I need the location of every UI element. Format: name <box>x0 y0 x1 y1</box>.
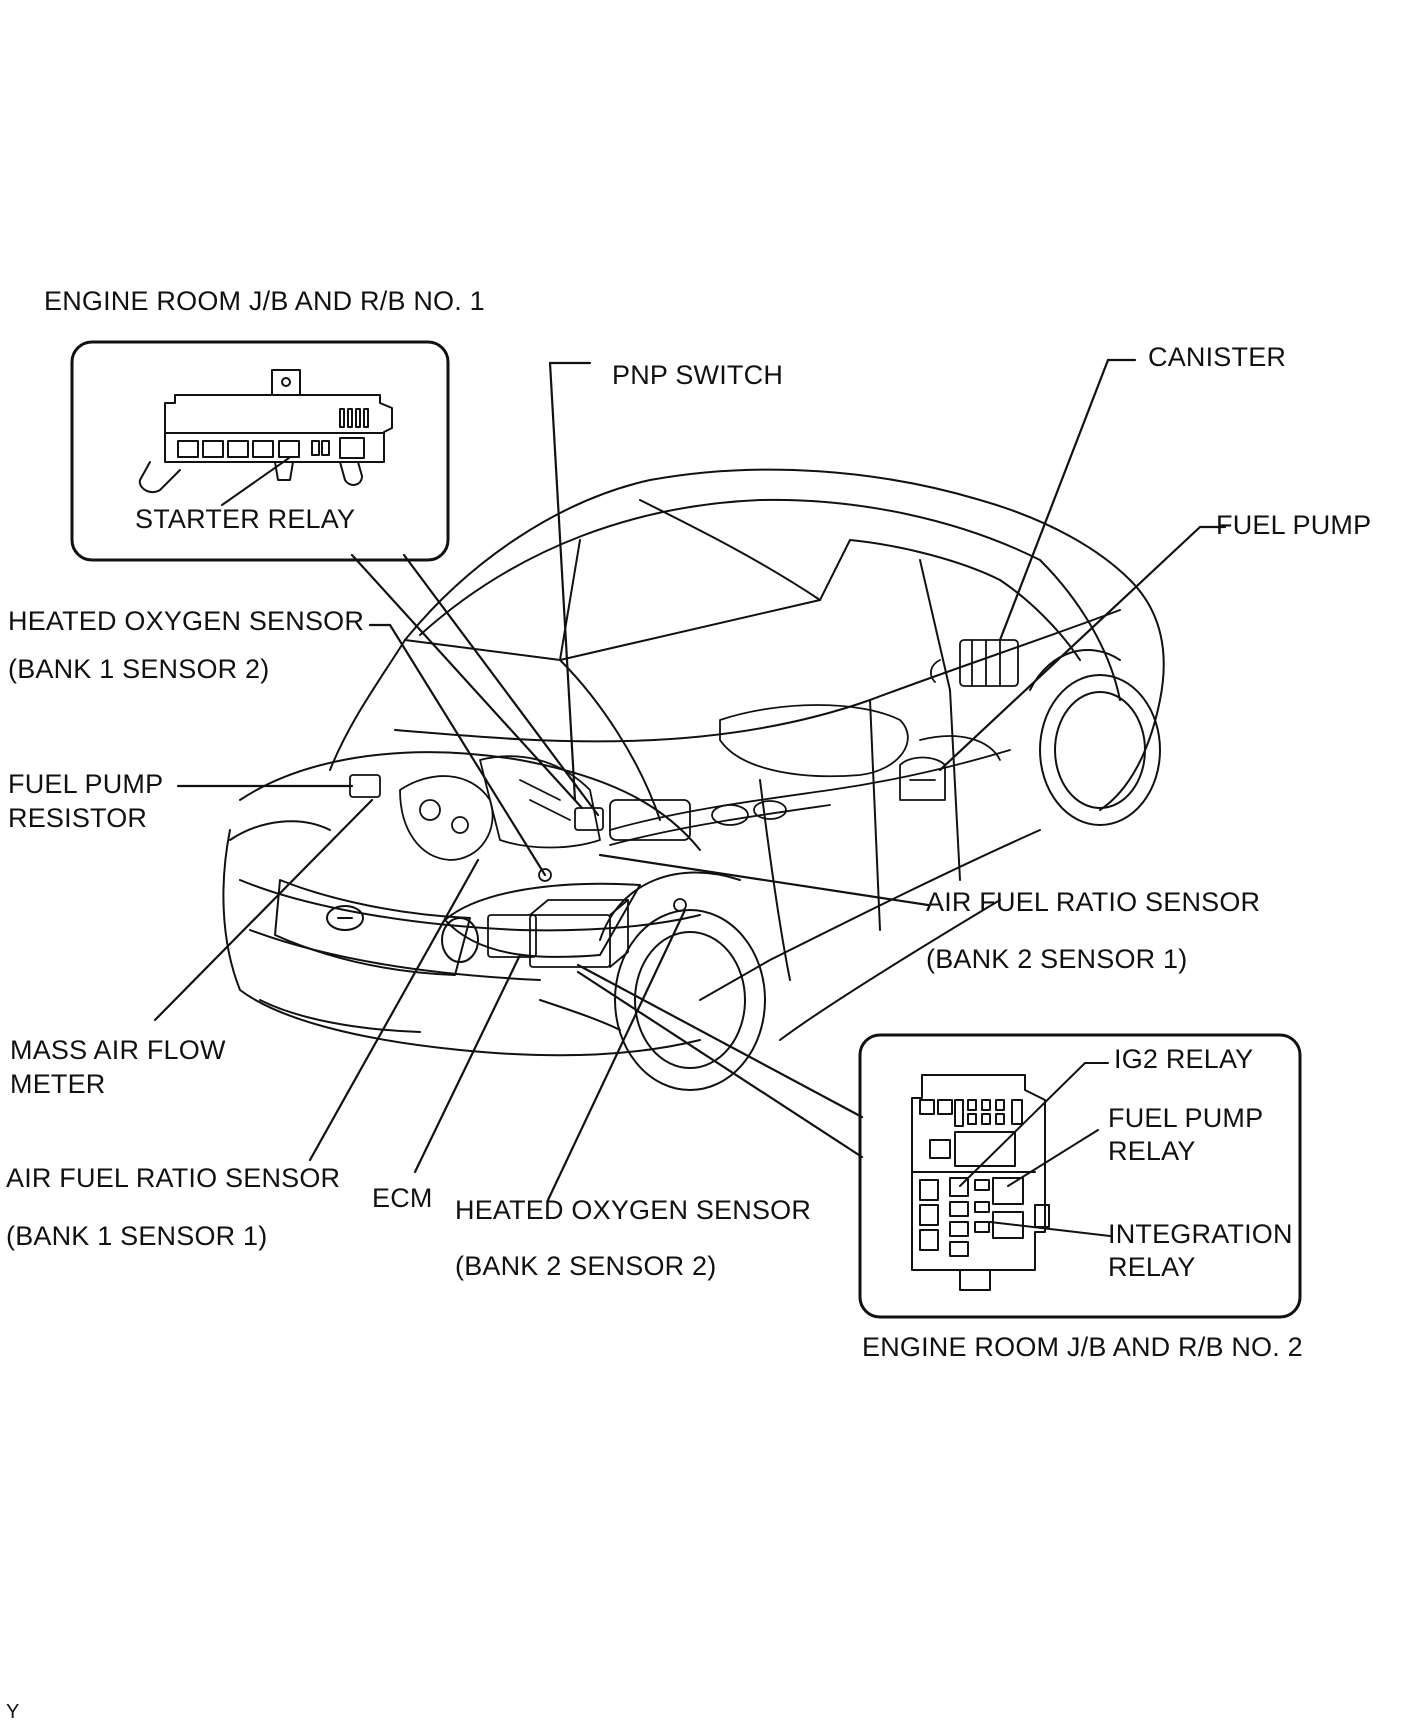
afr-bank2-sensor1-label: AIR FUEL RATIO SENSOR <box>926 887 1261 917</box>
ig2-relay-label: IG2 RELAY <box>1114 1044 1254 1074</box>
figure-code: Y <box>6 1701 20 1723</box>
pnp-switch-label: PNP SWITCH <box>612 360 784 390</box>
engine-bay-detail <box>349 639 1019 968</box>
jb2-title: ENGINE ROOM J/B AND R/B NO. 2 <box>862 1332 1303 1362</box>
maf-meter-sub: METER <box>10 1069 106 1099</box>
starter-relay-label: STARTER RELAY <box>135 504 356 534</box>
ho2-bank1-sensor2-sub: (BANK 1 SENSOR 2) <box>8 654 270 684</box>
ecm-label: ECM <box>372 1183 433 1213</box>
fuel-pump-label: FUEL PUMP <box>1216 510 1372 540</box>
ho2-bank1-sensor2-label: HEATED OXYGEN SENSOR <box>8 606 365 636</box>
jb1-inset <box>70 340 450 562</box>
maf-meter-label: MASS AIR FLOW <box>10 1035 226 1065</box>
fuel-pump-relay-sub: RELAY <box>1108 1136 1196 1166</box>
jb2-inset <box>858 1033 1302 1319</box>
jb1-title: ENGINE ROOM J/B AND R/B NO. 1 <box>44 286 485 316</box>
afr-bank1-sensor1-label: AIR FUEL RATIO SENSOR <box>6 1163 341 1193</box>
afr-bank2-sensor1-sub: (BANK 2 SENSOR 1) <box>926 944 1188 974</box>
fuel-pump-resistor-label: FUEL PUMP <box>8 769 164 799</box>
integration-relay-label: INTEGRATION <box>1108 1219 1293 1249</box>
leader-lines <box>153 358 1227 1202</box>
car-illustration <box>222 468 1165 1091</box>
afr-bank1-sensor1-sub: (BANK 1 SENSOR 1) <box>6 1221 268 1251</box>
ho2-bank2-sensor2-sub: (BANK 2 SENSOR 2) <box>455 1251 717 1281</box>
ho2-bank2-sensor2-label: HEATED OXYGEN SENSOR <box>455 1195 812 1225</box>
integration-relay-sub: RELAY <box>1108 1252 1196 1282</box>
canister-label: CANISTER <box>1148 342 1287 372</box>
fuel-pump-relay-label: FUEL PUMP <box>1108 1103 1264 1133</box>
fuel-pump-resistor-sub: RESISTOR <box>8 803 148 833</box>
